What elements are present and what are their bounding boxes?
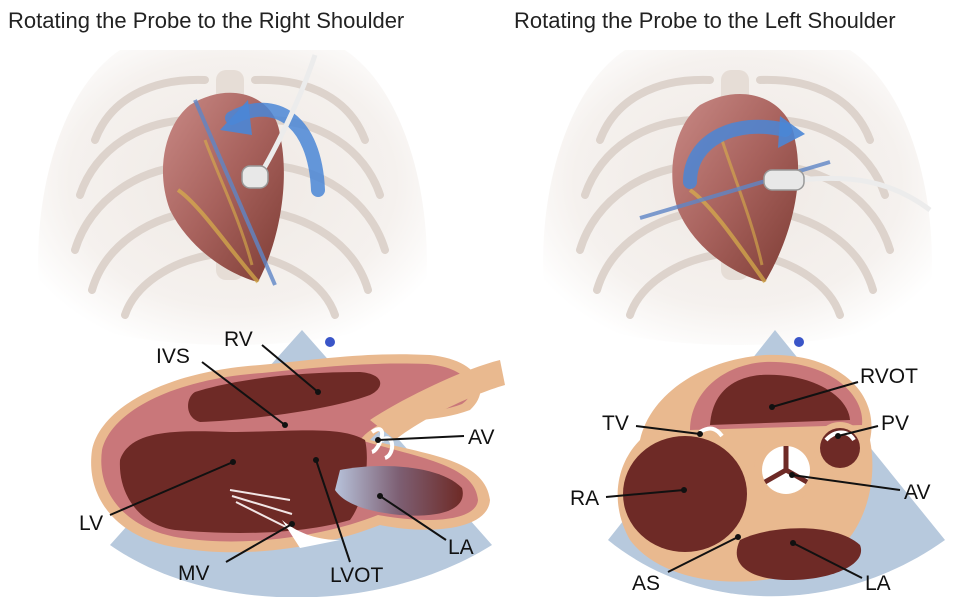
left-long-axis-heart	[91, 354, 505, 552]
label-rv: RV	[224, 328, 253, 351]
label-left-av: AV	[468, 426, 494, 449]
label-right-av: AV	[904, 481, 930, 504]
label-pv: PV	[881, 412, 909, 435]
right-orientation-dot	[794, 337, 804, 347]
label-tv: TV	[602, 412, 629, 435]
label-ra: RA	[570, 487, 599, 510]
left-lv-cavity	[120, 430, 367, 533]
label-lvot: LVOT	[330, 564, 383, 587]
label-ivs: IVS	[156, 345, 190, 368]
left-orientation-dot	[325, 337, 335, 347]
label-right-la: LA	[865, 572, 891, 595]
label-mv: MV	[178, 562, 210, 585]
label-rvot: RVOT	[860, 365, 918, 388]
label-lv: LV	[79, 512, 103, 535]
label-as: AS	[632, 572, 660, 595]
label-left-la: LA	[448, 536, 474, 559]
